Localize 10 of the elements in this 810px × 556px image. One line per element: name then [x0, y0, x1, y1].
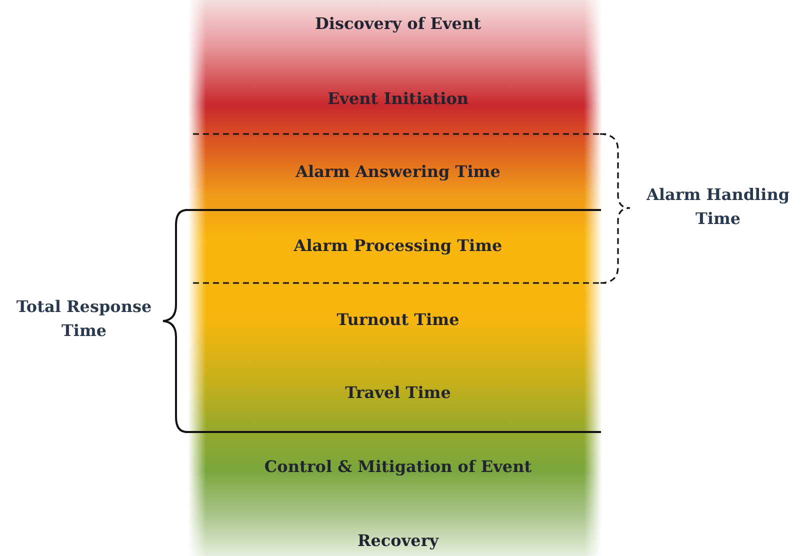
phase-label: Event Initiation: [327, 88, 469, 110]
phase-label: Alarm Answering Time: [296, 161, 500, 183]
phase-label: Discovery of Event: [315, 13, 481, 35]
phase-label: Control & Mitigation of Event: [264, 456, 532, 478]
phase-label: Alarm Processing Time: [294, 235, 502, 257]
bracket-label: Total Response Time: [15, 296, 153, 342]
phase-label: Turnout Time: [336, 309, 460, 331]
phase-label: Travel Time: [345, 382, 451, 404]
bracket-label: Alarm Handling Time: [645, 184, 791, 230]
phase-label: Recovery: [357, 530, 439, 552]
